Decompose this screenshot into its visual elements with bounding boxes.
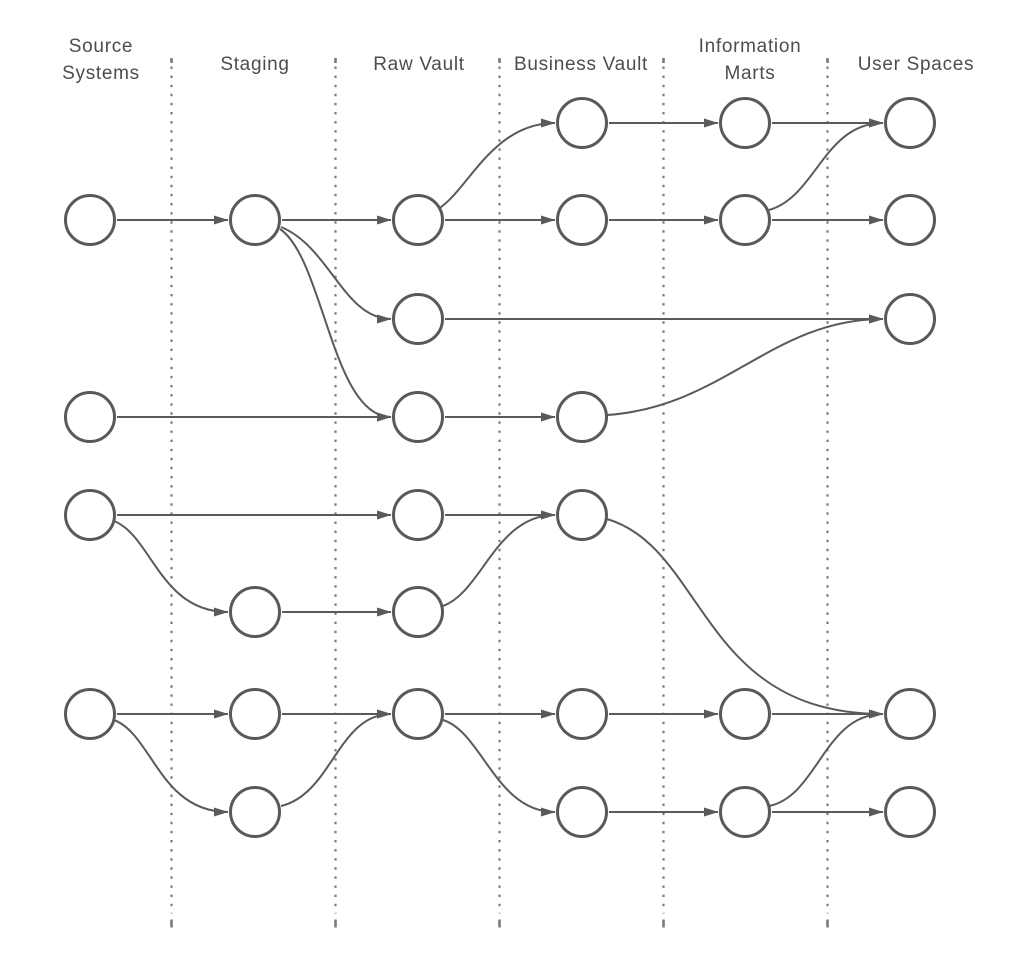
edge-business-vault-r4-to-user-spaces-r3 — [606, 314, 884, 416]
node-business-vault-r2 — [556, 194, 608, 246]
node-user-spaces-r8 — [884, 786, 936, 838]
node-staging-r6 — [229, 586, 281, 638]
edge-source-r5-to-staging-r6 — [113, 520, 229, 617]
node-info-marts-r1 — [719, 97, 771, 149]
node-info-marts-r8 — [719, 786, 771, 838]
node-business-vault-r1 — [556, 97, 608, 149]
node-business-vault-r5 — [556, 489, 608, 541]
node-staging-r8 — [229, 786, 281, 838]
node-raw-vault-r6 — [392, 586, 444, 638]
node-business-vault-r8 — [556, 786, 608, 838]
node-raw-vault-r2 — [392, 194, 444, 246]
node-source-r5 — [64, 489, 116, 541]
edge-info-marts-r2-to-user-spaces-r1 — [768, 118, 884, 211]
node-business-vault-r4 — [556, 391, 608, 443]
edge-raw-vault-r7-to-business-vault-r8 — [442, 719, 556, 817]
node-staging-r7 — [229, 688, 281, 740]
node-raw-vault-r3 — [392, 293, 444, 345]
node-raw-vault-r5 — [392, 489, 444, 541]
edge-info-marts-r8-to-user-spaces-r7 — [768, 709, 884, 807]
node-raw-vault-r4 — [392, 391, 444, 443]
edge-raw-vault-r6-to-business-vault-r5 — [442, 510, 556, 607]
node-source-r7 — [64, 688, 116, 740]
edge-staging-r2-to-raw-vault-r4 — [279, 228, 392, 422]
node-user-spaces-r2 — [884, 194, 936, 246]
node-raw-vault-r7 — [392, 688, 444, 740]
node-staging-r2 — [229, 194, 281, 246]
node-user-spaces-r7 — [884, 688, 936, 740]
node-source-r4 — [64, 391, 116, 443]
node-business-vault-r7 — [556, 688, 608, 740]
node-user-spaces-r1 — [884, 97, 936, 149]
edge-source-r7-to-staging-r8 — [113, 719, 229, 817]
edge-staging-r2-to-raw-vault-r3 — [280, 226, 392, 324]
edge-business-vault-r5-to-user-spaces-r7 — [606, 518, 884, 719]
node-info-marts-r7 — [719, 688, 771, 740]
node-info-marts-r2 — [719, 194, 771, 246]
node-user-spaces-r3 — [884, 293, 936, 345]
edge-raw-vault-r2-to-business-vault-r1 — [437, 118, 556, 210]
node-source-r2 — [64, 194, 116, 246]
edge-staging-r8-to-raw-vault-r7 — [280, 709, 392, 807]
